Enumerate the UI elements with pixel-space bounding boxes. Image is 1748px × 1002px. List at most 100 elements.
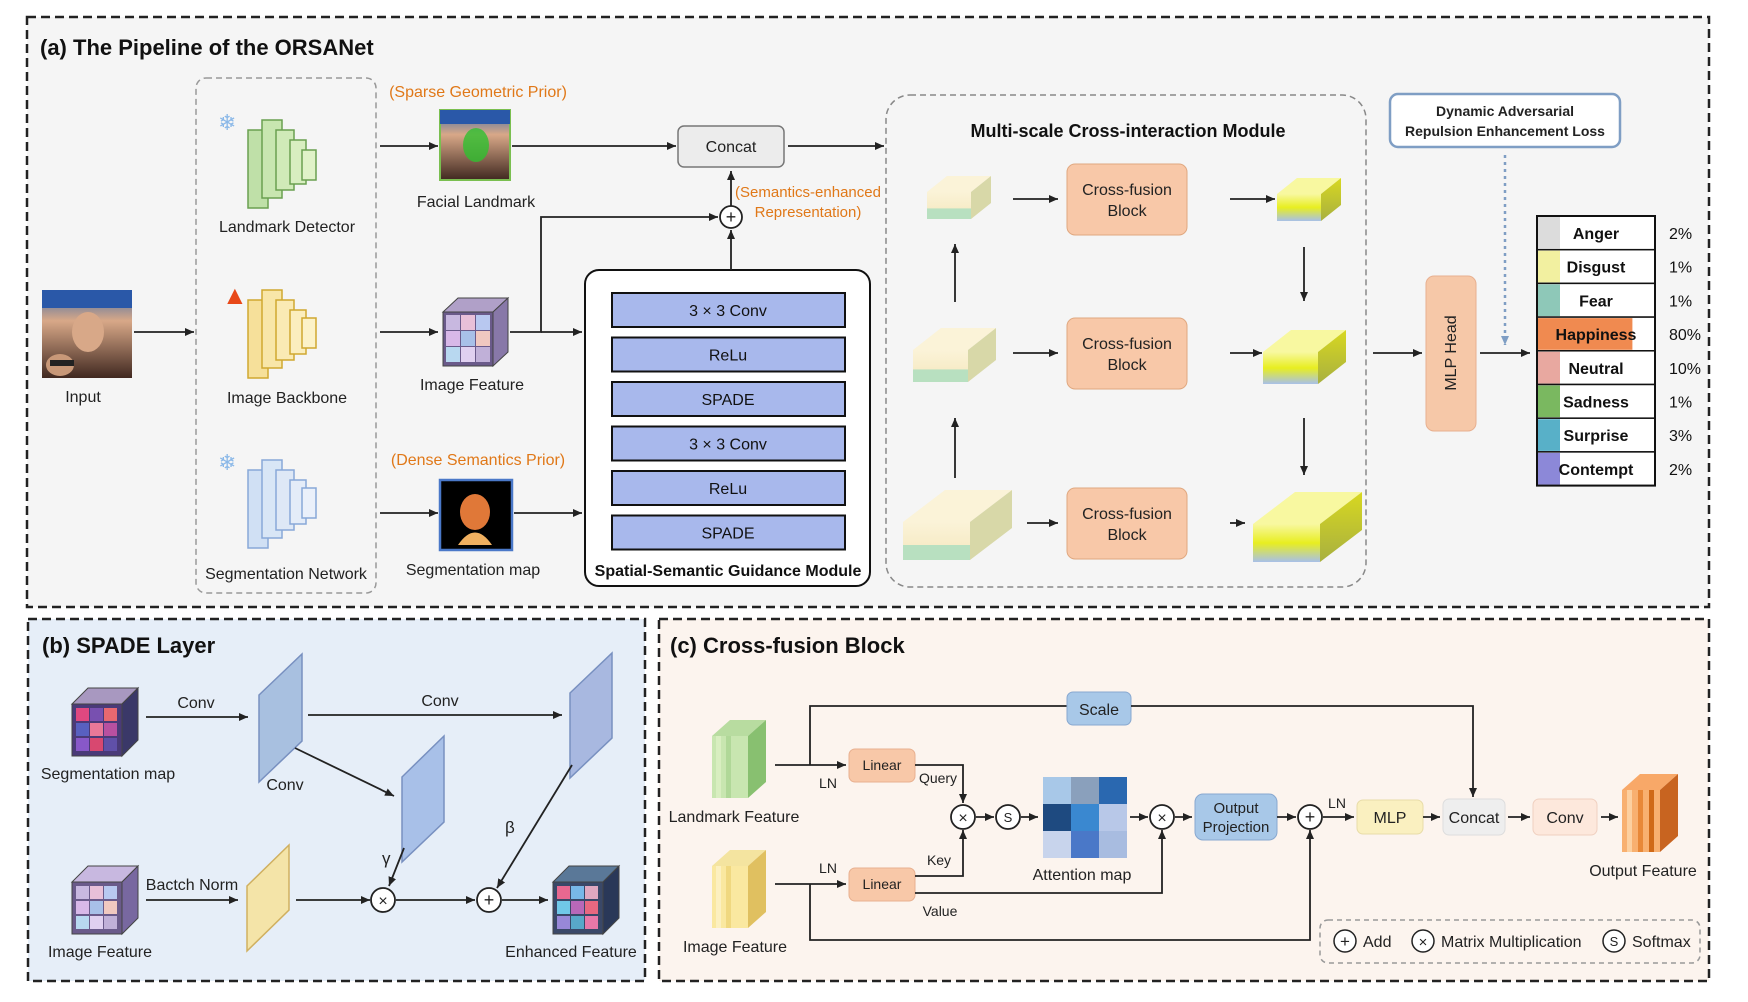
spade-conv-plate	[258, 652, 303, 784]
emotion-bar-fill	[1538, 284, 1560, 317]
scale-label: Scale	[1079, 702, 1119, 719]
emotion-percent: 1%	[1669, 260, 1692, 277]
emotion-name: Happiness	[1556, 327, 1637, 344]
cf-legend-box	[1319, 919, 1701, 964]
scale-box	[1066, 691, 1132, 726]
legend-softmax-label: Softmax	[1632, 934, 1691, 951]
attention-map-label: Attention map	[1033, 867, 1132, 884]
spade-mul-node	[370, 887, 396, 913]
cfb1-line1: Cross-fusion	[1082, 182, 1172, 199]
emotion-name: Contempt	[1559, 462, 1634, 479]
cf-image-feature-block	[712, 850, 766, 928]
mscim-output-slab-medium	[1263, 330, 1346, 384]
linear-query-label: Linear	[863, 757, 902, 773]
mscim-title: Multi-scale Cross-interaction Module	[970, 121, 1285, 141]
output-feature-label: Output Feature	[1589, 863, 1697, 880]
mscim-output-slab-large	[1253, 492, 1362, 562]
landmark-detector-label: Landmark Detector	[219, 219, 356, 236]
spade-segmap-label: Segmentation map	[41, 766, 175, 783]
facial-landmark-image	[439, 109, 511, 181]
mscim-box	[885, 94, 1367, 588]
ln-label-3: LN	[1328, 795, 1346, 811]
cf-concat-label: Concat	[1449, 810, 1500, 827]
key-label: Key	[927, 852, 951, 868]
emotion-name: Surprise	[1564, 428, 1629, 445]
times-icon: ×	[378, 893, 387, 910]
snowflake-icon: ❄	[218, 110, 236, 135]
concat-label: Concat	[706, 139, 757, 156]
emotion-percent: 3%	[1669, 428, 1692, 445]
cfb1-line2: Block	[1107, 203, 1147, 220]
cf-conv-label: Conv	[1546, 810, 1583, 827]
ssgm-layer-box	[611, 381, 846, 417]
image-backbone-stack	[247, 289, 317, 379]
emotion-bar-fill	[1538, 351, 1560, 384]
emotion-name: Fear	[1579, 293, 1613, 310]
ssgm-layer-box	[611, 292, 846, 328]
encoders-group-box	[195, 77, 377, 594]
ssgm-layer-box	[611, 514, 846, 551]
segmentation-network-stack	[247, 459, 317, 549]
ssgm-layer-label: SPADE	[701, 392, 754, 409]
mscim-output-slab-small	[1277, 178, 1341, 221]
landmark-feature-block	[712, 720, 766, 798]
softmax-icon: S	[1610, 934, 1619, 949]
emotion-name: Sadness	[1563, 395, 1629, 412]
ssgm-layer-box	[611, 425, 846, 462]
scale-path	[809, 705, 1067, 765]
legend-add-label: Add	[1363, 934, 1391, 951]
cf-conv-box	[1532, 798, 1598, 836]
plus-icon: +	[1305, 807, 1316, 827]
segmentation-map-image	[438, 478, 514, 552]
cfb3-line1: Cross-fusion	[1082, 506, 1172, 523]
emotion-percent: 80%	[1669, 327, 1701, 344]
input-label: Input	[65, 389, 101, 406]
cf-mlp-label: MLP	[1374, 810, 1407, 827]
enhanced-feature-cube	[551, 864, 621, 936]
arrow-feature-skip-to-add	[510, 213, 718, 333]
cross-fusion-block-2: Cross-fusion Block	[1066, 317, 1188, 390]
legend-matmul-label: Matrix Multiplication	[1441, 934, 1581, 951]
emotion-percent: 1%	[1669, 395, 1692, 412]
emotion-percent: 2%	[1669, 462, 1692, 479]
cfb3-line2: Block	[1107, 527, 1147, 544]
spade-segmap-cube	[70, 686, 140, 758]
times-icon: ×	[1419, 934, 1428, 951]
sem-rep-line1: (Semantics-enhanced	[735, 184, 881, 201]
emotion-percent: 10%	[1669, 361, 1701, 378]
emotion-name: Anger	[1573, 226, 1619, 243]
input-image	[42, 290, 132, 378]
image-feature-cube	[441, 296, 510, 368]
ssgm-layer-label: 3 × 3 Conv	[689, 303, 767, 320]
ssgm-layer-label: ReLu	[709, 481, 747, 498]
arrow-scale-to-concat	[1131, 705, 1477, 797]
loss-line2: Repulsion Enhancement Loss	[1405, 123, 1605, 139]
mscim-input-slab-medium	[913, 328, 996, 382]
emotion-bar-fill	[1538, 419, 1560, 451]
ln-label-2: LN	[819, 860, 837, 876]
arrow-query-to-mul	[915, 764, 967, 803]
ssgm-layer-label: 3 × 3 Conv	[689, 437, 767, 454]
arrow-gamma-to-mul	[388, 847, 405, 887]
emotion-table-border	[1536, 215, 1656, 487]
conv-label-3: Conv	[421, 693, 458, 710]
output-projection-line2: Projection	[1203, 819, 1270, 836]
dense-prior-label: (Dense Semantics Prior)	[391, 452, 565, 469]
output-projection-line1: Output	[1213, 800, 1259, 817]
snowflake-icon: ❄	[218, 450, 236, 475]
spade-image-feature-label: Image Feature	[48, 944, 152, 961]
arrow-conv-to-gamma-plate	[294, 747, 395, 797]
arrow-beta-to-add	[496, 764, 573, 889]
plus-icon: +	[484, 890, 495, 910]
mscim-input-slab-small	[927, 176, 991, 219]
panel-c-frame	[657, 617, 1711, 983]
ssgm-title: Spatial-Semantic Guidance Module	[595, 563, 862, 580]
value-label: Value	[923, 903, 958, 919]
landmark-detector-stack	[247, 119, 317, 209]
sparse-prior-label: (Sparse Geometric Prior)	[389, 84, 567, 101]
query-label: Query	[919, 770, 957, 786]
ssgm-layer-label: ReLu	[709, 348, 747, 365]
emotion-bar-fill	[1538, 318, 1633, 350]
conv-label-2: Conv	[266, 777, 303, 794]
